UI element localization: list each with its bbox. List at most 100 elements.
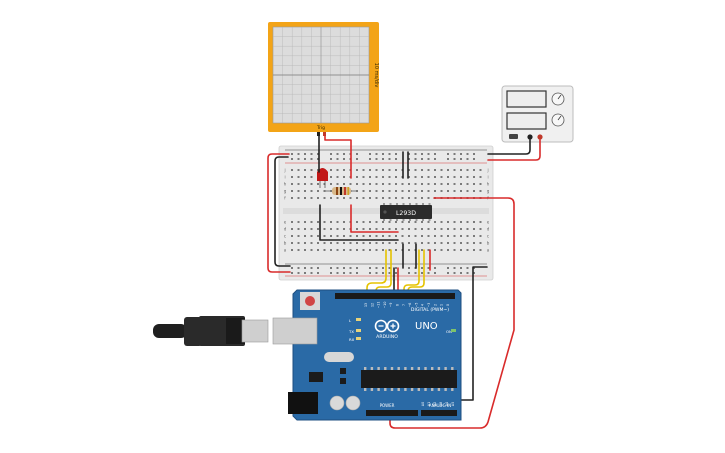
wire-scope-positive[interactable]: [324, 135, 352, 179]
breadboard-hole[interactable]: [408, 169, 410, 171]
rail-hole[interactable]: [317, 153, 319, 155]
breadboard-hole[interactable]: [453, 228, 456, 230]
breadboard-hole[interactable]: [369, 169, 371, 171]
rail-hole[interactable]: [447, 267, 449, 269]
wire-rail-loop-black[interactable]: [274, 156, 291, 267]
breadboard-hole[interactable]: [421, 169, 423, 171]
breadboard-hole[interactable]: [395, 249, 397, 251]
breadboard-hole[interactable]: [330, 183, 332, 185]
rail-hole[interactable]: [369, 158, 371, 160]
breadboard-hole[interactable]: [440, 221, 443, 223]
breadboard-hole[interactable]: [336, 235, 339, 237]
rail-hole[interactable]: [330, 267, 332, 269]
breadboard-hole[interactable]: [447, 183, 449, 185]
breadboard-hole[interactable]: [349, 249, 352, 251]
breadboard-hole[interactable]: [356, 228, 358, 230]
breadboard-hole[interactable]: [317, 221, 319, 223]
breadboard-hole[interactable]: [408, 197, 410, 199]
breadboard-hole[interactable]: [369, 242, 371, 244]
breadboard-hole[interactable]: [466, 221, 469, 223]
breadboard-hole[interactable]: [323, 249, 326, 251]
breadboard-hole[interactable]: [466, 183, 469, 185]
breadboard-hole[interactable]: [434, 235, 436, 237]
breadboard-hole[interactable]: [356, 242, 358, 244]
breadboard-hole[interactable]: [330, 221, 332, 223]
breadboard-hole[interactable]: [291, 242, 293, 244]
breadboard-hole[interactable]: [427, 242, 430, 244]
rail-hole[interactable]: [382, 267, 384, 269]
rail-hole[interactable]: [291, 272, 293, 274]
breadboard-hole[interactable]: [427, 235, 430, 237]
breadboard-hole[interactable]: [388, 183, 391, 185]
breadboard-hole[interactable]: [304, 197, 306, 199]
rail-hole[interactable]: [453, 158, 456, 160]
breadboard-hole[interactable]: [297, 242, 300, 244]
breadboard-hole[interactable]: [414, 169, 417, 171]
rail-hole[interactable]: [382, 158, 384, 160]
breadboard-hole[interactable]: [343, 176, 345, 178]
breadboard-hole[interactable]: [369, 197, 371, 199]
breadboard-hole[interactable]: [362, 183, 365, 185]
breadboard-hole[interactable]: [369, 228, 371, 230]
rail-hole[interactable]: [421, 267, 423, 269]
breadboard-hole[interactable]: [356, 249, 358, 251]
breadboard-hole[interactable]: [330, 197, 332, 199]
rail-hole[interactable]: [369, 267, 371, 269]
wire-rail-loop-red[interactable]: [267, 153, 291, 273]
breadboard-hole[interactable]: [388, 197, 391, 199]
breadboard-hole[interactable]: [336, 176, 339, 178]
rail-hole[interactable]: [388, 158, 391, 160]
rail-hole[interactable]: [453, 272, 456, 274]
positive-terminal[interactable]: [537, 134, 543, 140]
breadboard-hole[interactable]: [466, 190, 469, 192]
rail-hole[interactable]: [414, 158, 417, 160]
rail-hole[interactable]: [304, 158, 306, 160]
breadboard-hole[interactable]: [382, 242, 384, 244]
breadboard-hole[interactable]: [362, 235, 365, 237]
rail-hole[interactable]: [369, 153, 371, 155]
breadboard-hole[interactable]: [408, 221, 410, 223]
rail-hole[interactable]: [421, 272, 423, 274]
rail-hole[interactable]: [291, 153, 293, 155]
rail-hole[interactable]: [375, 272, 378, 274]
breadboard-hole[interactable]: [336, 221, 339, 223]
breadboard-hole[interactable]: [343, 169, 345, 171]
rail-hole[interactable]: [336, 267, 339, 269]
wire-led-ground[interactable]: [319, 204, 399, 241]
breadboard-hole[interactable]: [362, 190, 365, 192]
breadboard-hole[interactable]: [330, 235, 332, 237]
rail-hole[interactable]: [349, 272, 352, 274]
breadboard-hole[interactable]: [466, 176, 469, 178]
breadboard-hole[interactable]: [408, 190, 410, 192]
rail-hole[interactable]: [473, 158, 475, 160]
breadboard-hole[interactable]: [382, 228, 384, 230]
wire-supply-positive[interactable]: [487, 139, 541, 161]
breadboard-hole[interactable]: [427, 183, 430, 185]
breadboard-hole[interactable]: [434, 190, 436, 192]
dc-barrel-jack[interactable]: [288, 392, 318, 414]
rail-hole[interactable]: [297, 272, 300, 274]
rail-hole[interactable]: [388, 272, 391, 274]
breadboard-hole[interactable]: [310, 169, 313, 171]
breadboard-hole[interactable]: [466, 169, 469, 171]
breadboard-hole[interactable]: [473, 221, 475, 223]
breadboard-hole[interactable]: [479, 242, 482, 244]
rail-hole[interactable]: [460, 267, 462, 269]
breadboard-hole[interactable]: [401, 228, 404, 230]
breadboard-hole[interactable]: [453, 176, 456, 178]
breadboard-hole[interactable]: [427, 249, 430, 251]
rail-hole[interactable]: [304, 272, 306, 274]
rail-hole[interactable]: [330, 272, 332, 274]
breadboard-hole[interactable]: [414, 228, 417, 230]
breadboard-hole[interactable]: [362, 249, 365, 251]
breadboard-hole[interactable]: [297, 249, 300, 251]
breadboard-hole[interactable]: [473, 176, 475, 178]
rail-hole[interactable]: [382, 153, 384, 155]
breadboard-hole[interactable]: [382, 176, 384, 178]
breadboard-hole[interactable]: [349, 242, 352, 244]
breadboard-hole[interactable]: [343, 183, 345, 185]
breadboard-hole[interactable]: [466, 235, 469, 237]
breadboard-hole[interactable]: [317, 235, 319, 237]
breadboard-hole[interactable]: [414, 235, 417, 237]
breadboard-hole[interactable]: [460, 176, 462, 178]
